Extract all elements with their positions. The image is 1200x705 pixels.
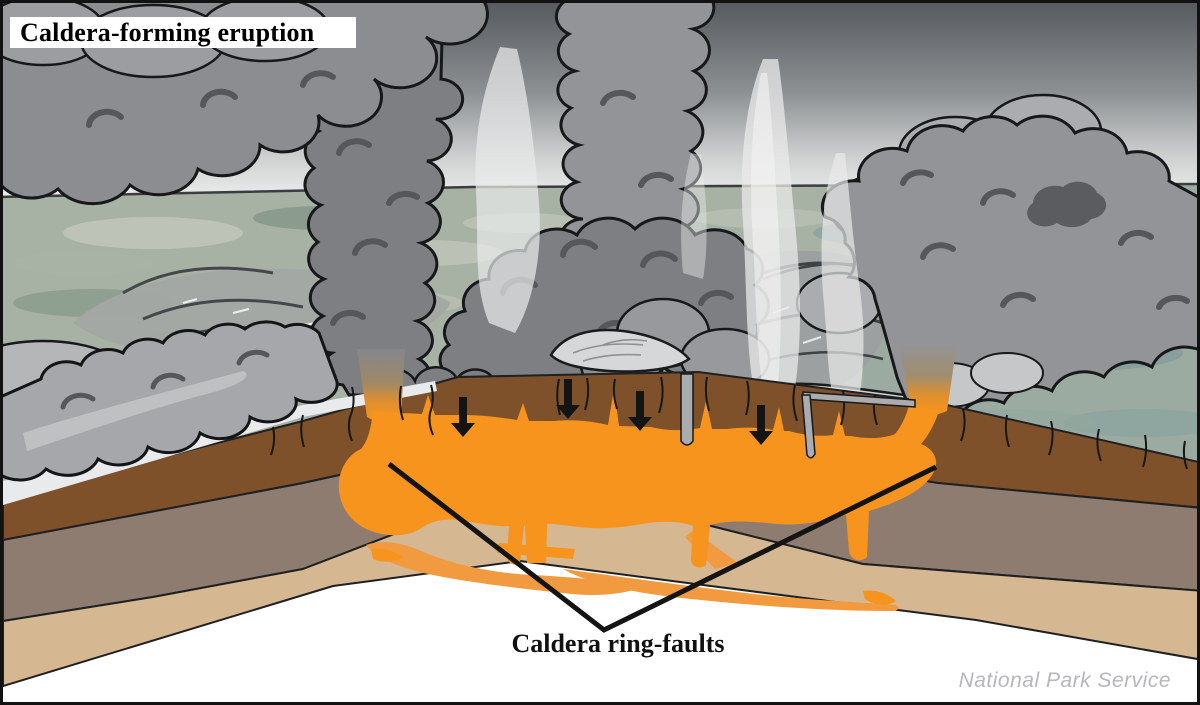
right-vent-conduit [899,343,957,416]
illustration-canvas [3,3,1197,687]
ring-fault-cracks [270,376,1188,470]
pyroclastic-flow [3,320,339,482]
steam-plumes [475,47,864,401]
figure-title-text: Caldera-forming eruption [20,17,315,47]
credit-text: National Park Service [958,669,1171,692]
vent-conduits [357,343,957,422]
magma-chamber [338,389,939,568]
slope-ash-band [3,381,437,505]
steam-plume [475,47,540,333]
subsidence-arrows [451,379,773,445]
steam-plume [821,153,864,399]
rock-layer-tan [3,494,1197,687]
down-arrow-icon [451,397,475,437]
figure-title: Caldera-forming eruption [10,17,356,48]
fault-channels [680,373,916,459]
ring-fault-pointer-lines [387,462,938,633]
down-arrow-icon [556,379,580,419]
steam-plume [681,153,707,279]
caldera-ring-faults-label: Caldera ring-faults [511,629,725,658]
down-arrow-icon [628,391,652,431]
left-vent-conduit [357,349,405,422]
down-arrow-icon [749,405,773,445]
